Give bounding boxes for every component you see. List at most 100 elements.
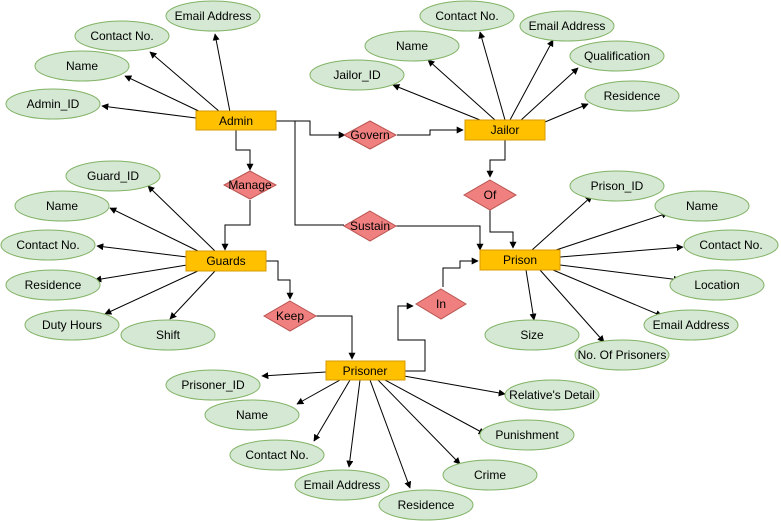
edge-prison-location — [559, 264, 681, 283]
attr-prison-contact[interactable]: Contact No. — [683, 229, 779, 261]
attr-prisoner-id-label: Prisoner_ID — [181, 378, 245, 392]
edge-prisoner-punishment — [384, 379, 486, 435]
attr-guards-residence-label: Residence — [25, 278, 82, 292]
rel-govern-label: Govern — [350, 128, 389, 142]
attr-prisoner-residence[interactable]: Residence — [378, 489, 474, 521]
attr-admin-name[interactable]: Name — [34, 50, 130, 82]
edge-jailor-name — [427, 59, 496, 121]
edge-jailor-contact — [478, 31, 506, 121]
attr-jailor-id[interactable]: Jailor_ID — [309, 59, 405, 91]
attr-guards-duty[interactable]: Duty Hours — [24, 309, 120, 341]
edge-govern-jailor — [397, 126, 464, 136]
attr-prisoner-relative[interactable]: Relative's Detail — [504, 379, 600, 411]
attr-guards-contact[interactable]: Contact No. — [0, 229, 96, 261]
edge-prisoner-id — [261, 371, 327, 380]
edge-prison-email — [552, 269, 663, 317]
entity-prisoner[interactable]: Prisoner — [325, 360, 406, 381]
attr-guards-name-label: Name — [46, 199, 78, 213]
attr-prison-email[interactable]: Email Address — [643, 309, 739, 341]
attr-prisoner-contact[interactable]: Contact No. — [229, 439, 325, 471]
entity-admin[interactable]: Admin — [195, 110, 277, 131]
rel-sustain-label: Sustain — [350, 219, 390, 233]
entity-guards[interactable]: Guards — [185, 250, 267, 272]
entity-jailor-label: Jailor — [491, 123, 520, 137]
edge-jailor-residence — [544, 103, 589, 123]
edge-admin-id — [101, 103, 197, 119]
attr-prisoner-punishment-label: Punishment — [495, 428, 559, 442]
attr-jailor-contact[interactable]: Contact No. — [419, 0, 515, 32]
edge-guards-keep — [265, 260, 294, 300]
rel-keep[interactable]: Keep — [262, 300, 318, 332]
attr-prison-location[interactable]: Location — [669, 269, 765, 301]
attr-jailor-name-label: Name — [396, 39, 428, 53]
attr-prisoner-id[interactable]: Prisoner_ID — [165, 369, 261, 401]
attr-prison-name[interactable]: Name — [654, 190, 750, 222]
edge-admin-contact — [149, 51, 221, 113]
attr-prisoner-relative-label: Relative's Detail — [509, 388, 595, 402]
edge-of-prison — [489, 210, 517, 249]
rel-manage[interactable]: Manage — [222, 170, 278, 200]
attr-prison-size[interactable]: Size — [484, 319, 580, 351]
rel-manage-label: Manage — [228, 178, 272, 192]
attr-admin-contact[interactable]: Contact No. — [74, 20, 170, 52]
attr-admin-email-label: Email Address — [175, 9, 252, 23]
entity-jailor[interactable]: Jailor — [464, 119, 546, 141]
rel-govern[interactable]: Govern — [342, 120, 398, 150]
attr-prisoner-punishment[interactable]: Punishment — [479, 419, 575, 451]
edge-guards-shift — [169, 270, 216, 320]
attr-prison-email-label: Email Address — [653, 318, 730, 332]
attr-prisoner-name[interactable]: Name — [204, 399, 300, 431]
attr-guards-id[interactable]: Guard_ID — [65, 160, 161, 192]
edge-prison-contact — [559, 244, 684, 258]
attr-guards-residence[interactable]: Residence — [5, 269, 101, 301]
entity-prisoner-label: Prisoner — [343, 364, 388, 378]
entity-prison[interactable]: Prison — [479, 249, 561, 271]
rel-of[interactable]: Of — [462, 179, 518, 211]
rel-in[interactable]: In — [415, 288, 467, 320]
rel-of-label: Of — [484, 188, 497, 202]
attr-prisoner-contact-label: Contact No. — [245, 448, 308, 462]
attr-guards-name[interactable]: Name — [14, 190, 110, 222]
entity-guards-label: Guards — [206, 254, 245, 268]
attr-admin-email[interactable]: Email Address — [165, 0, 261, 32]
attr-admin-id[interactable]: Admin_ID — [5, 88, 101, 120]
edge-prisoner-crime — [377, 379, 461, 465]
attr-jailor-contact-label: Contact No. — [435, 9, 498, 23]
edge-guards-contact — [96, 243, 188, 258]
attr-prison-prisoners[interactable]: No. Of Prisoners — [574, 339, 670, 371]
entity-admin-label: Admin — [219, 114, 253, 128]
attr-guards-contact-label: Contact No. — [16, 238, 79, 252]
edge-guards-duty — [104, 269, 201, 315]
attr-jailor-residence[interactable]: Residence — [584, 80, 680, 112]
attr-prisoner-crime-label: Crime — [474, 468, 506, 482]
attr-jailor-email[interactable]: Email Address — [519, 10, 615, 42]
attr-prison-id[interactable]: Prison_ID — [569, 170, 665, 202]
attr-admin-id-label: Admin_ID — [27, 97, 80, 111]
attr-guards-id-label: Guard_ID — [87, 169, 139, 183]
attr-guards-shift[interactable]: Shift — [120, 319, 216, 351]
edge-prisoner-residence — [369, 379, 412, 489]
edge-prisoner-contact — [313, 379, 351, 442]
edge-sustain-prison — [394, 225, 484, 251]
edge-jailor-id — [392, 84, 486, 123]
attr-prison-location-label: Location — [694, 278, 739, 292]
connectors — [94, 31, 684, 489]
attr-jailor-name[interactable]: Name — [364, 30, 460, 62]
attr-guards-shift-label: Shift — [156, 328, 181, 342]
edge-guards-id — [147, 185, 216, 252]
edge-jailor-of — [486, 140, 506, 178]
edge-admin-manage — [235, 129, 254, 171]
attr-prisoner-crime[interactable]: Crime — [442, 459, 538, 491]
edge-prison-name — [549, 211, 669, 253]
attr-prison-id-label: Prison_ID — [591, 179, 644, 193]
rel-keep-label: Keep — [276, 309, 304, 323]
attr-prisoner-email-label: Email Address — [304, 478, 381, 492]
attr-jailor-qualification-label: Qualification — [584, 49, 650, 63]
attr-jailor-qualification[interactable]: Qualification — [569, 40, 665, 72]
attr-prison-size-label: Size — [520, 328, 544, 342]
edge-guards-residence — [94, 264, 188, 283]
edge-keep-prisoner — [315, 315, 356, 360]
rel-sustain[interactable]: Sustain — [342, 210, 398, 242]
attr-prisoner-email[interactable]: Email Address — [294, 469, 390, 501]
